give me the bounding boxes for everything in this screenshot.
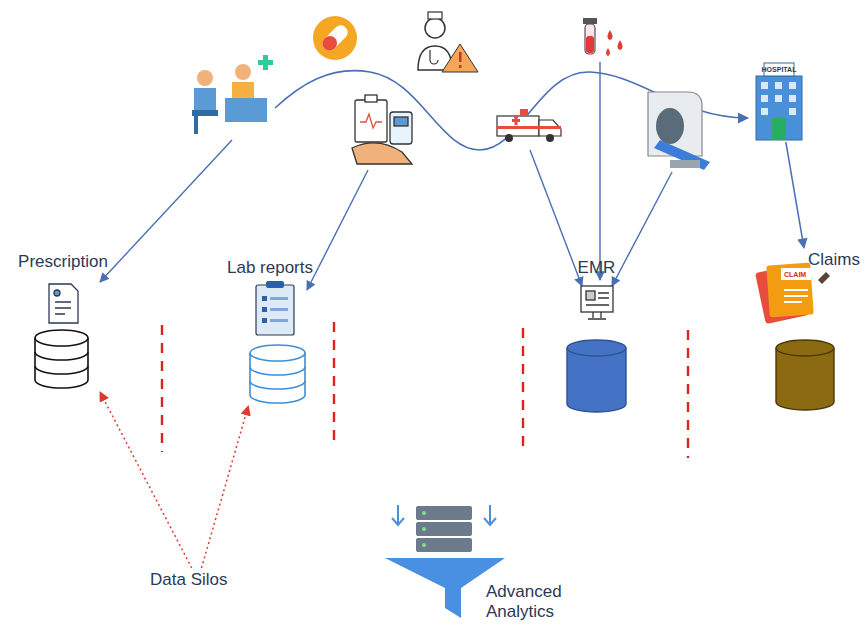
node-label: Prescription bbox=[18, 252, 108, 272]
connector bbox=[201, 406, 248, 568]
node-label: Advanced Analytics bbox=[486, 582, 586, 621]
database-claims bbox=[776, 340, 834, 410]
mri-scanner-icon bbox=[648, 92, 710, 170]
analytics-funnel-icon bbox=[385, 505, 505, 618]
connector bbox=[786, 142, 804, 248]
node-label: Data Silos bbox=[150, 570, 227, 590]
hospital-icon bbox=[756, 63, 802, 140]
database-node: Prescription bbox=[8, 250, 118, 392]
node-label: EMR bbox=[578, 258, 616, 278]
lab-report-icon bbox=[256, 281, 294, 335]
consultation-icon bbox=[192, 55, 273, 134]
ambulance-icon bbox=[497, 109, 561, 142]
database-emr bbox=[567, 340, 626, 412]
claim-cards-icon bbox=[755, 263, 830, 324]
silo-dividers bbox=[162, 322, 688, 458]
node-label: HOSPITAL bbox=[762, 66, 797, 73]
database-node: EMR bbox=[565, 256, 628, 414]
doctor-alert-icon bbox=[418, 12, 478, 72]
node-label: Lab reports bbox=[227, 258, 313, 278]
leader-lines bbox=[100, 62, 672, 290]
connector bbox=[100, 392, 192, 568]
blood-test-icon bbox=[583, 18, 623, 56]
hospital-node: HOSPITAL bbox=[752, 62, 806, 142]
pill-icon bbox=[313, 16, 357, 60]
prescription-doc-icon bbox=[49, 284, 78, 323]
database-prescription bbox=[35, 330, 88, 388]
lab-device-icon bbox=[352, 95, 412, 164]
icon-label: CLAIM bbox=[784, 271, 806, 278]
database-node: Lab reports bbox=[215, 256, 325, 406]
silo-callout: Data Silos bbox=[148, 568, 248, 592]
node-label: Claims bbox=[808, 250, 860, 270]
analytics-node: Advanced Analytics bbox=[383, 500, 593, 627]
database-lab bbox=[250, 345, 305, 403]
emr-monitor-icon bbox=[581, 286, 613, 319]
